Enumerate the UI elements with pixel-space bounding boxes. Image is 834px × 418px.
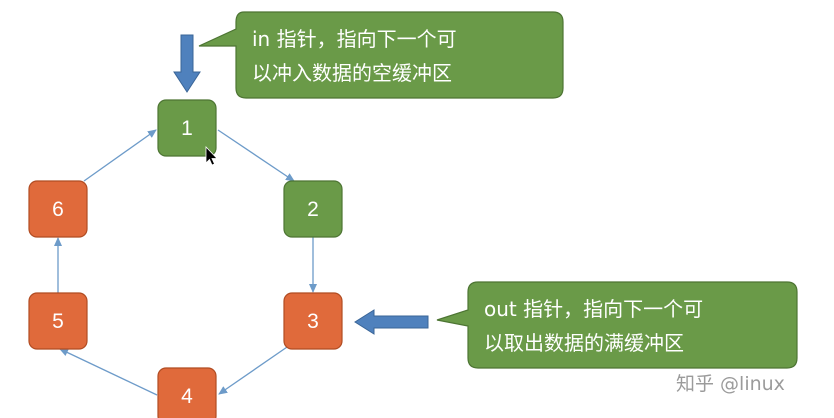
buffer-node-1: 1 xyxy=(157,99,217,157)
mouse-cursor-icon xyxy=(205,146,218,166)
out-callout-line2: 以取出数据的满缓冲区 xyxy=(484,331,684,355)
out-callout-line1: out 指针，指向下一个可 xyxy=(484,297,703,321)
buffer-node-3: 3 xyxy=(283,292,343,350)
buffer-node-4-label: 4 xyxy=(181,385,193,408)
buffer-node-2-label: 2 xyxy=(307,198,319,221)
edge-1-to-2 xyxy=(217,129,295,182)
in-pointer-arrow xyxy=(173,34,201,93)
edge-3-to-4 xyxy=(218,344,291,395)
out-pointer-callout: out 指针，指向下一个可 以取出数据的满缓冲区 xyxy=(436,281,798,369)
watermark: 知乎 @linux xyxy=(676,373,785,395)
buffer-node-2: 2 xyxy=(283,180,343,238)
in-callout-line1: in 指针，指向下一个可 xyxy=(252,27,457,51)
buffer-node-5-label: 5 xyxy=(52,310,64,333)
in-callout-line2: 以冲入数据的空缓冲区 xyxy=(252,61,452,85)
buffer-node-5: 5 xyxy=(28,292,88,350)
in-pointer-callout: in 指针，指向下一个可 以冲入数据的空缓冲区 xyxy=(198,11,564,99)
edge-4-to-5 xyxy=(59,348,158,396)
buffer-node-3-label: 3 xyxy=(307,310,319,333)
buffer-node-6: 6 xyxy=(28,180,88,238)
buffer-node-6-label: 6 xyxy=(52,198,64,221)
buffer-node-4: 4 xyxy=(157,367,217,418)
edge-6-to-1 xyxy=(83,129,157,182)
buffer-node-1-label: 1 xyxy=(181,117,193,140)
out-pointer-arrow xyxy=(354,309,429,335)
